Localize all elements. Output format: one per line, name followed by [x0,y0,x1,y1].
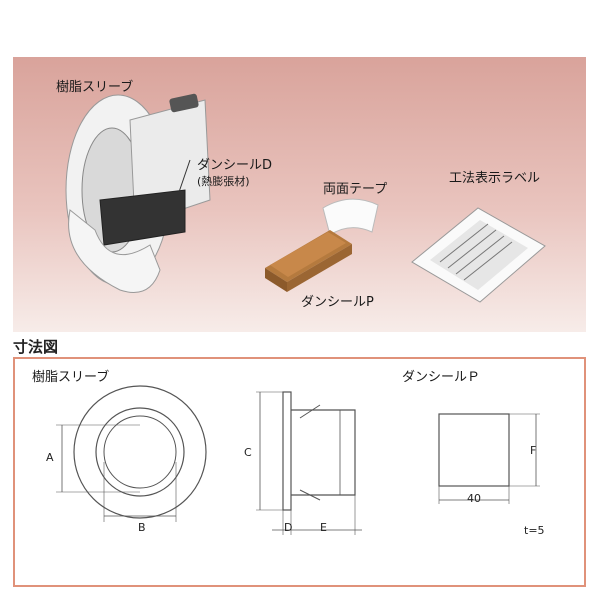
dim-40: 40 [467,492,481,505]
dimension-drawing-frame [13,357,586,587]
double-sided-tape-illustration [322,198,379,236]
dim-C: C [244,446,252,459]
thickness-note: t=5 [524,524,545,537]
dim-B: B [138,521,146,534]
dansealD-photo-label: ダンシールD [197,158,273,173]
sleeve-photo-label: 樹脂スリーブ [56,80,134,95]
dansealD-sub-label: (熱膨張材) [197,175,250,188]
resin-sleeve-illustration [65,93,211,293]
dim-D: D [284,521,293,534]
sleeve-side-view [256,391,362,535]
tape-photo-label: 両面テープ [323,182,388,197]
dansealP-illustration [265,230,352,292]
sleeve-front-view [56,385,207,522]
method-label-photo-label: 工法表示ラベル [449,171,541,186]
dansealP-photo-label: ダンシールP [301,295,374,310]
dansealD-leader [177,159,191,196]
dimension-drawing-title: 寸法図 [13,338,59,356]
dim-F: F [530,444,537,457]
dansealP-drawing-label: ダンシールＰ [402,370,481,385]
method-label-illustration [411,207,546,303]
dim-E: E [320,521,327,534]
dim-A: A [46,451,54,464]
sleeve-drawing-label: 樹脂スリーブ [32,370,110,385]
dansealP-drawing [438,413,540,504]
